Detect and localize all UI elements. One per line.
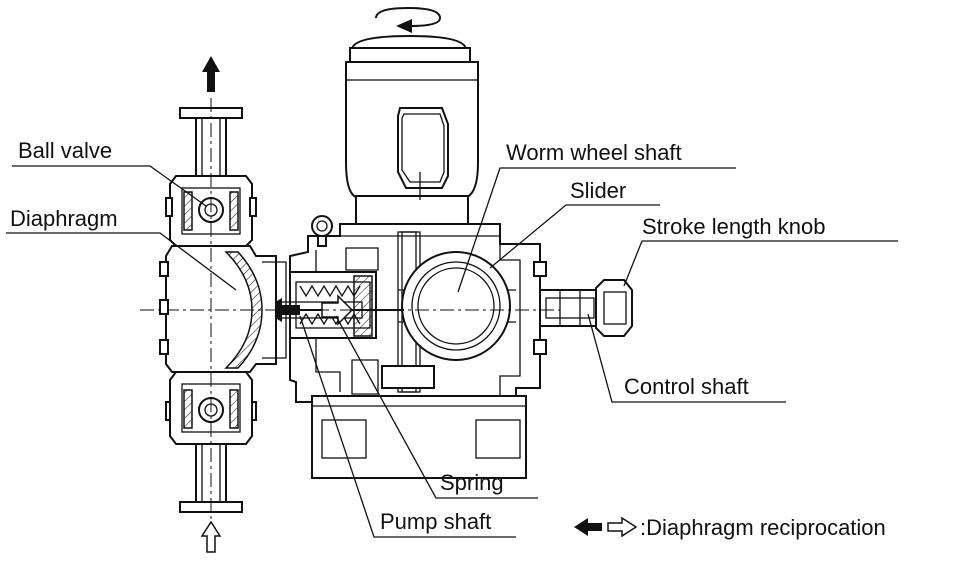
solid-left-arrow-icon <box>574 518 602 536</box>
label-stroke-length-knob: Stroke length knob <box>642 214 825 239</box>
leader-worm-wheel-shaft <box>457 167 736 293</box>
label-worm-wheel-shaft: Worm wheel shaft <box>506 140 682 165</box>
leader-stroke-length-knob <box>623 240 898 287</box>
label-slider: Slider <box>570 178 626 203</box>
motor <box>345 34 479 225</box>
legend-text: :Diaphragm reciprocation <box>640 515 886 540</box>
leader-diaphragm <box>6 232 237 291</box>
outflow-arrow-icon <box>202 56 220 92</box>
shaft-reciprocation-arrows <box>262 294 354 326</box>
legend: :Diaphragm reciprocation <box>574 515 886 540</box>
inflow-arrow-icon <box>200 520 222 553</box>
label-pump-shaft: Pump shaft <box>380 509 491 534</box>
leader-ball-valve <box>12 165 207 207</box>
leader-pump-shaft <box>299 315 516 538</box>
leader-slider <box>489 204 660 269</box>
label-ball-valve: Ball valve <box>18 138 112 163</box>
label-diaphragm: Diaphragm <box>10 206 118 231</box>
leader-control-shaft <box>587 313 786 403</box>
pump-head <box>140 98 560 520</box>
worm-wheel <box>398 251 516 361</box>
stroke-knob-assembly <box>533 261 633 355</box>
pump-shaft-assembly <box>248 271 404 339</box>
hollow-right-arrow-icon <box>607 516 638 538</box>
label-control-shaft: Control shaft <box>624 374 749 399</box>
label-spring: Spring <box>440 470 504 495</box>
leader-spring <box>335 315 538 499</box>
base <box>311 395 527 479</box>
rotation-arrow-icon <box>375 6 442 33</box>
